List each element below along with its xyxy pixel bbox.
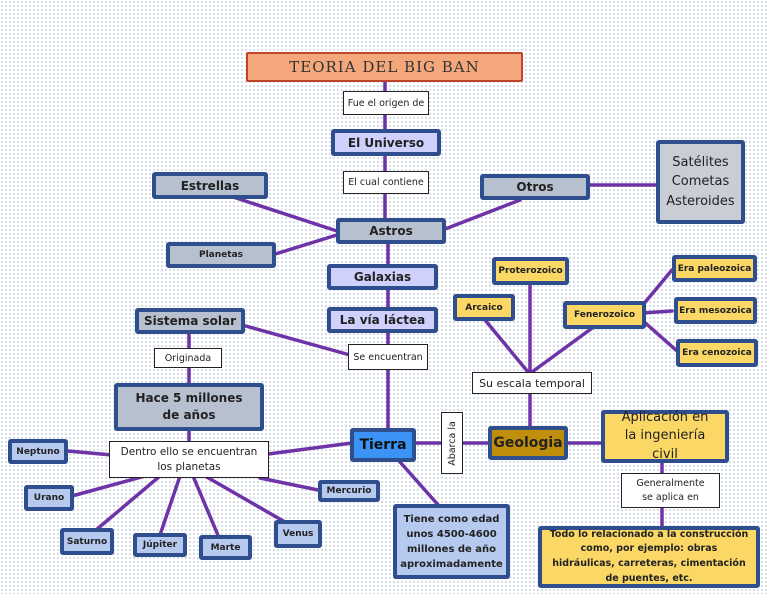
era-mesozoic-text: Era mesozoica (679, 305, 752, 316)
line-stars-astros (228, 194, 342, 234)
line-inside-venus (203, 474, 287, 524)
node-others: Otros (480, 174, 590, 200)
era-cenozoic-text: Era cenozoica (682, 348, 752, 358)
node-galaxies: Galaxias (327, 264, 438, 290)
node-five-million-text: Hace 5 millones de años (135, 391, 243, 422)
line-inside-saturn (94, 474, 162, 532)
era-cenozoic: Era cenozoica (676, 339, 758, 367)
line-scale-phanerozoic (530, 324, 597, 374)
node-solar-system-text: Sistema solar (143, 314, 237, 328)
planet-neptune-text: Neptuno (16, 446, 60, 457)
connector-origin: Fue el origen de (343, 91, 429, 115)
planet-mars-text: Marte (210, 542, 241, 553)
connector-found-in: Se encuentran (348, 344, 428, 370)
node-civil-engineering-text: Aplicación en la ingeniería civil (621, 410, 709, 462)
connector-generally-text: Generalmente se aplica en (636, 478, 705, 503)
node-construction: Todo lo relacionado a la construcción co… (538, 526, 760, 588)
connector-contains-text: El cual contiene (348, 177, 424, 188)
connector-covers-text: Abarca la (446, 420, 458, 466)
connector-time-scale: Su escala temporal (472, 372, 592, 394)
node-others-list: Satélites Cometas Asteroides (656, 140, 745, 224)
connector-origin-text: Fue el origen de (347, 97, 425, 109)
era-paleozoic-text: Era paleozoica (677, 263, 752, 274)
node-solar-system: Sistema solar (135, 308, 245, 334)
others-item: Asteroides (666, 193, 735, 209)
connector-covers: Abarca la (441, 412, 463, 474)
line-phan-meso (640, 309, 674, 315)
node-construction-text: Todo lo relacionado a la construcción co… (549, 528, 749, 584)
eon-archaic-text: Arcaico (465, 302, 503, 313)
connector-originated: Originada (154, 348, 222, 368)
node-earth-age-text: Tiene como edad unos 4500-4600 millones … (400, 513, 503, 570)
node-galaxies-text: Galaxias (353, 270, 412, 284)
title-text: TEORIA DEL BIG BAN (289, 58, 480, 76)
node-geology: Geologia (488, 426, 568, 460)
node-astros-text: Astros (369, 224, 413, 238)
node-geology-text: Geologia (493, 435, 563, 451)
node-milky-way-text: La vía láctea (339, 313, 426, 327)
connector-found-in-text: Se encuentran (353, 351, 423, 363)
line-inside-neptune (66, 449, 114, 457)
eon-phanerozoic-text: Fenerozoico (573, 310, 636, 320)
others-item: Satélites (672, 154, 729, 170)
node-planets: Planetas (166, 242, 276, 268)
line-inside-earth (266, 441, 354, 456)
node-stars: Estrellas (152, 172, 268, 199)
node-astros: Astros (336, 218, 446, 244)
line-solar-found (240, 323, 352, 357)
node-universe: El Universo (331, 129, 441, 156)
planet-jupiter-text: Júpiter (142, 540, 178, 550)
planet-mercury-text: Mercurio (326, 486, 372, 496)
era-paleozoic: Era paleozoica (672, 255, 757, 282)
line-inside-mercury (258, 476, 320, 492)
era-mesozoic: Era mesozoica (674, 297, 757, 324)
line-phan-ceno (640, 318, 679, 353)
planet-mercury: Mercurio (318, 480, 380, 502)
connector-originated-text: Originada (164, 352, 212, 364)
planet-saturn-text: Saturno (66, 536, 108, 547)
connector-inside-text: Dentro ello se encuentran los planetas (120, 446, 258, 473)
eon-proterozoic: Proterozoico (492, 257, 569, 285)
planet-jupiter: Júpiter (133, 533, 187, 557)
connector-time-scale-text: Su escala temporal (479, 376, 585, 390)
connector-contains: El cual contiene (343, 171, 429, 194)
planet-uranus: Urano (24, 485, 74, 511)
line-phan-paleo (640, 268, 674, 308)
planet-saturn: Saturno (60, 528, 114, 555)
node-five-million: Hace 5 millones de años (114, 383, 264, 431)
eon-archaic: Arcaico (453, 294, 515, 321)
node-earth-text: Tierra (359, 437, 407, 453)
planet-venus: Venus (274, 520, 322, 548)
node-others-text: Otros (516, 180, 554, 194)
line-planets-astros (270, 232, 342, 257)
node-stars-text: Estrellas (180, 178, 240, 193)
planet-venus-text: Venus (282, 529, 314, 539)
node-civil-engineering: Aplicación en la ingeniería civil (601, 410, 729, 463)
node-milky-way: La vía láctea (327, 307, 438, 333)
planet-mars: Marte (199, 535, 252, 560)
node-earth: Tierra (350, 428, 416, 462)
line-inside-uranus (70, 474, 147, 498)
line-inside-mars (191, 474, 222, 542)
eon-phanerozoic: Fenerozoico (563, 301, 646, 329)
node-earth-age: Tiene como edad unos 4500-4600 millones … (393, 504, 510, 579)
connector-inside: Dentro ello se encuentran los planetas (109, 441, 269, 478)
line-scale-archaic (483, 318, 530, 374)
planet-neptune: Neptuno (8, 439, 68, 464)
connector-generally: Generalmente se aplica en (621, 473, 720, 508)
line-astros-others (438, 198, 522, 233)
others-item: Cometas (671, 174, 730, 190)
diagram-title: TEORIA DEL BIG BAN (246, 52, 523, 82)
line-inside-jupiter (158, 474, 182, 537)
planet-uranus-text: Urano (33, 493, 65, 503)
node-universe-text: El Universo (347, 135, 425, 150)
line-earth-age (398, 460, 442, 509)
node-planets-text: Planetas (199, 250, 243, 260)
eon-proterozoic-text: Proterozoico (498, 266, 563, 276)
